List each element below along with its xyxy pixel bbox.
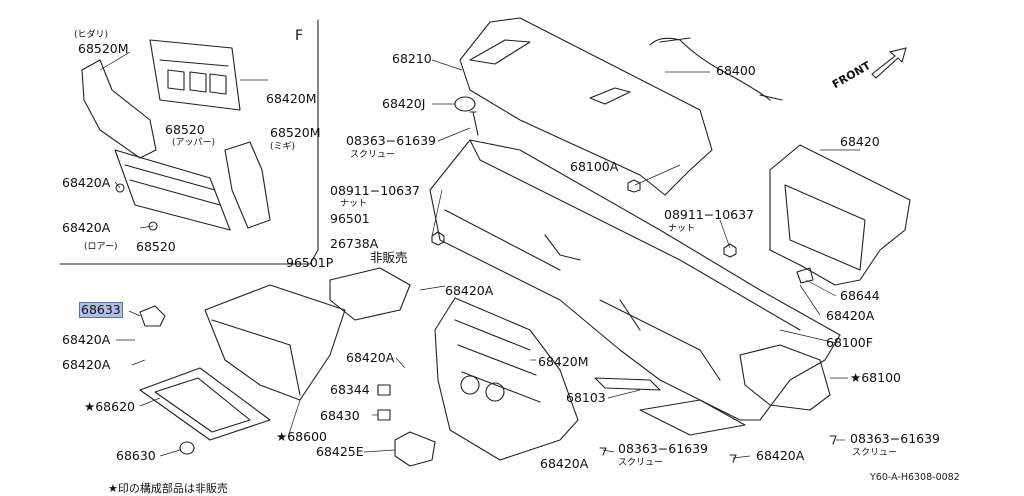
screw-lower: [729, 454, 737, 463]
note-nut-2: ナット: [668, 224, 696, 234]
label-68520M-a: 68520M: [78, 41, 129, 56]
center-panel-68420M: [434, 297, 579, 461]
label-08363-2: 08363−61639: [618, 441, 709, 456]
label-68425E: 68425E: [316, 444, 364, 459]
meter-hood-inner: [784, 184, 866, 271]
label-hihanbai: 非販売: [370, 250, 408, 265]
label-68430: 68430: [320, 408, 360, 423]
label-68420A-2: 68420A: [62, 220, 111, 235]
clip-68100A: [627, 179, 641, 193]
label-68103: 68103: [566, 390, 606, 405]
label-08363-3: 08363−61639: [850, 431, 941, 446]
label-96501P: 96501P: [286, 255, 334, 270]
dash-body-ribs: [544, 234, 721, 381]
lower-brace: [639, 399, 746, 436]
radio-bracket-96501: [329, 267, 411, 321]
note-screw-3: スクリュー: [852, 448, 898, 458]
label-68100F: 68100F: [826, 335, 873, 350]
inset-clip-2: [148, 221, 158, 231]
part-68430: [377, 409, 391, 421]
inset-cluster-panel: [149, 39, 241, 111]
strip-68103: [594, 377, 661, 391]
upper-pad-vents: [469, 39, 631, 105]
note-hidari: (ヒダリ): [74, 30, 109, 40]
dash-body: [429, 139, 841, 421]
label-68420A-9: 68420A: [756, 448, 805, 463]
label-68420A-6: 68420A: [62, 357, 111, 372]
note-roa: (ロアー): [84, 242, 118, 252]
center-panel-knob-2: [485, 382, 505, 402]
leader-lines: [99, 51, 860, 459]
label-68344: 68344: [330, 382, 370, 397]
lower-cover-68100: [739, 344, 831, 411]
inset-border: [59, 19, 319, 265]
note-screw-1: スクリュー: [350, 150, 396, 160]
label-68630: 68630: [116, 448, 156, 463]
label-68100: ★68100: [850, 370, 901, 385]
label-08911-2: 08911−10637: [664, 207, 755, 222]
drawing-code: Y60-A-H6308-0082: [870, 472, 960, 483]
label-68644: 68644: [840, 288, 880, 303]
label-68210: 68210: [392, 51, 432, 66]
label-68420: 68420: [840, 134, 880, 149]
note-nut-1: ナット: [340, 199, 368, 209]
screw-right: [829, 435, 837, 445]
label-26738A: 26738A: [330, 236, 379, 251]
label-68633-highlighted[interactable]: 68633: [79, 302, 123, 318]
glove-box-68600: [204, 284, 346, 401]
label-68520: 68520: [165, 122, 205, 137]
nut-right: [723, 243, 737, 258]
lock-68633: [139, 305, 166, 327]
front-arrow-icon: [871, 47, 907, 79]
nut-left: [431, 231, 445, 246]
dash-body-contours: [444, 139, 801, 351]
label-68420A-4: 68420A: [445, 283, 494, 298]
inset-clip-1: [115, 183, 125, 193]
label-96501: 96501: [330, 211, 370, 226]
label-68420A-8: 68420A: [540, 456, 589, 471]
center-panel-knob-1: [460, 375, 480, 395]
lid-68620: [139, 367, 271, 441]
ashtray-68425E: [394, 431, 436, 467]
label-68400: 68400: [716, 63, 756, 78]
bumper-68630: [179, 441, 195, 455]
assist-grip: [649, 37, 771, 101]
label-68420A-1: 68420A: [62, 175, 111, 190]
note-appa: (アッパー): [172, 138, 216, 148]
glove-box-lid-edge: [211, 319, 301, 396]
assist-grip-mounts: [659, 37, 783, 101]
label-68420M-b: 68420M: [538, 354, 589, 369]
screw-center: [599, 447, 607, 456]
label-68600: ★68600: [276, 429, 327, 444]
label-68420A-7: 68420A: [346, 350, 395, 365]
upper-pad-68210: [459, 17, 713, 196]
label-68420J: 68420J: [382, 96, 426, 111]
label-68420A-3: 68420A: [826, 308, 875, 323]
part-68344: [377, 384, 391, 396]
view-letter: F: [295, 28, 304, 44]
label-68420A-5: 68420A: [62, 332, 111, 347]
note-migi: (ミギ): [270, 142, 296, 152]
inset-side-bracket-right: [224, 141, 271, 229]
inset-side-bracket-left: [81, 59, 157, 159]
inset-lower-plate: [114, 149, 231, 231]
footnote: ★印の構成部品は非販売: [108, 482, 228, 495]
center-panel-slots: [454, 319, 541, 403]
label-68520-b: 68520: [136, 239, 176, 254]
meter-hood-68420: [769, 144, 911, 286]
cap-68420J: [454, 96, 476, 112]
label-68100A: 68100A: [570, 159, 619, 174]
label-08363-1: 08363−61639: [346, 133, 437, 148]
screw-upper: [469, 111, 479, 136]
label-68620: ★68620: [84, 399, 135, 414]
label-68420M-a: 68420M: [266, 91, 317, 106]
label-08911-1: 08911−10637: [330, 183, 421, 198]
note-screw-2: スクリュー: [618, 458, 664, 468]
clip-68644: [796, 267, 814, 284]
label-68520M-b: 68520M: [270, 125, 321, 140]
